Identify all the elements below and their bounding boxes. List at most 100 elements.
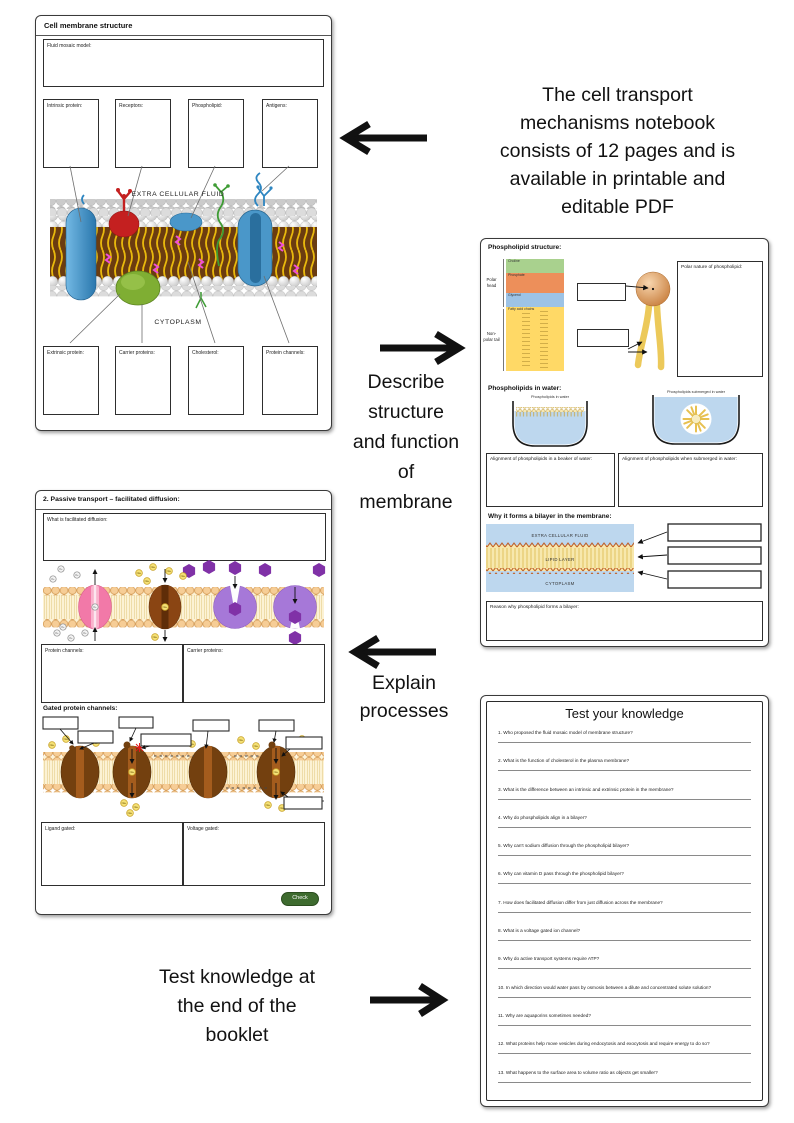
answer-line[interactable]	[498, 883, 751, 885]
facilitated-diffusion-diagram: Na+ K+	[43, 560, 326, 645]
antigens-box[interactable]: Antigens:	[262, 99, 318, 168]
fluid-mosaic-answer-box[interactable]: Fluid mosaic model:	[43, 39, 324, 87]
question-text: 3. What is the difference between an int…	[498, 786, 674, 792]
question-list: 1. Who proposed the fluid mosaic model o…	[496, 728, 753, 1096]
gated-protein-closed-2	[188, 745, 228, 799]
phospholipid-chemical-diagram: Choline Phosphate Glycerol Fatty acid ch…	[506, 259, 564, 371]
gated-proteins	[60, 741, 296, 817]
carrier-proteins-box[interactable]: Carrier proteins:	[115, 346, 171, 415]
cholesterol-label: Cholesterol:	[192, 349, 219, 356]
voltage-gated-label: Voltage gated:	[187, 825, 219, 832]
question-text: 11. Why are aquaporins sometimes needed?	[498, 1012, 591, 1018]
label-box[interactable]	[118, 716, 154, 729]
answer-line[interactable]	[498, 911, 751, 913]
question-text: 8. What is a voltage gated ion channel?	[498, 928, 581, 934]
question-row: 7. How does facilitated diffusion differ…	[496, 898, 753, 926]
label-box[interactable]	[42, 716, 79, 730]
page-cell-membrane-structure: Cell membrane structure Fluid mosaic mod…	[35, 15, 332, 431]
extrinsic-protein-box[interactable]: Extrinsic protein:	[43, 346, 99, 415]
arrow-left-to-page1	[339, 121, 427, 155]
cholesterol-bits	[104, 235, 300, 275]
phospholipid-box[interactable]: Phospholipid:	[188, 99, 244, 168]
question-row: 3. What is the difference between an int…	[496, 785, 753, 813]
polar-head-bracket	[503, 259, 504, 307]
label-box[interactable]	[283, 796, 323, 810]
cholesterol-box[interactable]: Cholesterol:	[188, 346, 244, 415]
brown-carrier-protein	[148, 569, 182, 642]
question-row: 2. What is the function of cholesterol i…	[496, 756, 753, 784]
intrinsic-protein-shape	[65, 207, 97, 301]
answer-line[interactable]	[498, 1053, 751, 1055]
tail-answer-box[interactable]	[577, 329, 629, 347]
question-row: 4. Why do phospholipids align in a bilay…	[496, 813, 753, 841]
protein-channels-box[interactable]: Protein channels:	[262, 346, 318, 415]
facilitated-diffusion-box[interactable]: What is facilitated diffusion:	[43, 513, 326, 561]
explain-note: Explain processes	[359, 672, 449, 722]
page-title: Phospholipid structure:	[488, 244, 562, 251]
bilayer-answer-box[interactable]	[667, 546, 762, 565]
carrier-proteins-box[interactable]: Carrier proteins:	[183, 644, 325, 703]
bilayer-answer-box[interactable]	[667, 523, 762, 542]
intrinsic-protein-box[interactable]: Intrinsic protein:	[43, 99, 99, 168]
alignment-beaker-box[interactable]: Alignment of phospholipids in a beaker o…	[486, 453, 615, 507]
label-box[interactable]	[258, 719, 295, 732]
receptors-box[interactable]: Receptors:	[115, 99, 171, 168]
head-answer-box[interactable]	[577, 283, 626, 301]
in-water-title: Phospholipids in water:	[488, 385, 562, 392]
fluid-mosaic-label: Fluid mosaic model:	[47, 42, 92, 49]
test-note: Test knowledge at the end of the booklet	[158, 966, 316, 1046]
alignment-submerged-box[interactable]: Alignment of phospholipids when submerge…	[618, 453, 763, 507]
page-passive-transport: 2. Passive transport – facilitated diffu…	[35, 490, 332, 915]
phospholipid-label: Phospholipid:	[192, 102, 223, 109]
answer-line[interactable]	[498, 968, 751, 970]
floating-hexagons	[182, 560, 326, 578]
title-divider	[36, 35, 331, 36]
phosphate-band: Phosphate	[506, 273, 564, 293]
answer-line[interactable]	[498, 742, 751, 743]
tail-left	[634, 302, 653, 369]
purple-carrier-open-top	[213, 561, 257, 629]
protein-channels-box[interactable]: Protein channels:	[41, 644, 183, 703]
carrier-proteins-label: Carrier proteins:	[119, 349, 155, 356]
answer-line[interactable]	[498, 940, 751, 942]
arrow-right-to-page4	[370, 983, 449, 1017]
pointer-arrows	[625, 284, 649, 355]
label-box[interactable]	[140, 733, 192, 747]
answer-line[interactable]	[498, 855, 751, 857]
protein-channel-shape	[237, 209, 273, 287]
label-box[interactable]	[285, 736, 323, 750]
describe-note: Describe structure and function of membr…	[352, 371, 460, 513]
non-polar-tail-label: Non- polar tail	[483, 331, 500, 342]
label-box[interactable]	[77, 730, 114, 744]
check-button[interactable]: Check	[281, 892, 319, 906]
chain-column	[540, 311, 548, 369]
answer-line[interactable]	[498, 1024, 751, 1026]
cytoplasm-label: CYTOPLASM	[154, 319, 201, 326]
answer-line[interactable]	[498, 1081, 751, 1083]
non-polar-bracket	[503, 309, 504, 371]
page-title: 2. Passive transport – facilitated diffu…	[43, 496, 180, 503]
label-box[interactable]	[192, 719, 230, 732]
answer-line[interactable]	[498, 826, 751, 828]
answer-line[interactable]	[498, 996, 751, 998]
polar-nature-box[interactable]: Polar nature of phospholipid:	[677, 261, 763, 377]
carrier-proteins-label: Carrier proteins:	[187, 647, 223, 654]
gated-protein-closed-1	[60, 745, 100, 799]
glycerol-band: Glycerol	[506, 293, 564, 307]
bilayer-answer-box[interactable]	[667, 570, 762, 589]
answer-line[interactable]	[498, 798, 751, 800]
answer-line[interactable]	[498, 770, 751, 772]
extrinsic-protein-label: Extrinsic protein:	[47, 349, 84, 356]
question-row: 1. Who proposed the fluid mosaic model o…	[496, 728, 753, 756]
label-arrows	[59, 727, 291, 798]
receptor-shape	[108, 188, 140, 238]
bilayer-title: Why it forms a bilayer in the membrane:	[488, 513, 612, 520]
gated-title: Gated protein channels:	[43, 705, 118, 712]
reason-bilayer-box[interactable]: Reason why phospholipid forms a bilayer:	[486, 601, 763, 641]
question-row: 8. What is a voltage gated ion channel?	[496, 926, 753, 954]
ligand-gated-box[interactable]: Ligand gated:	[41, 822, 183, 886]
beaker-right-label: Phospholipids submerged in water	[667, 390, 726, 394]
voltage-gated-box[interactable]: Voltage gated:	[183, 822, 325, 886]
cytoplasm-band	[486, 571, 634, 592]
